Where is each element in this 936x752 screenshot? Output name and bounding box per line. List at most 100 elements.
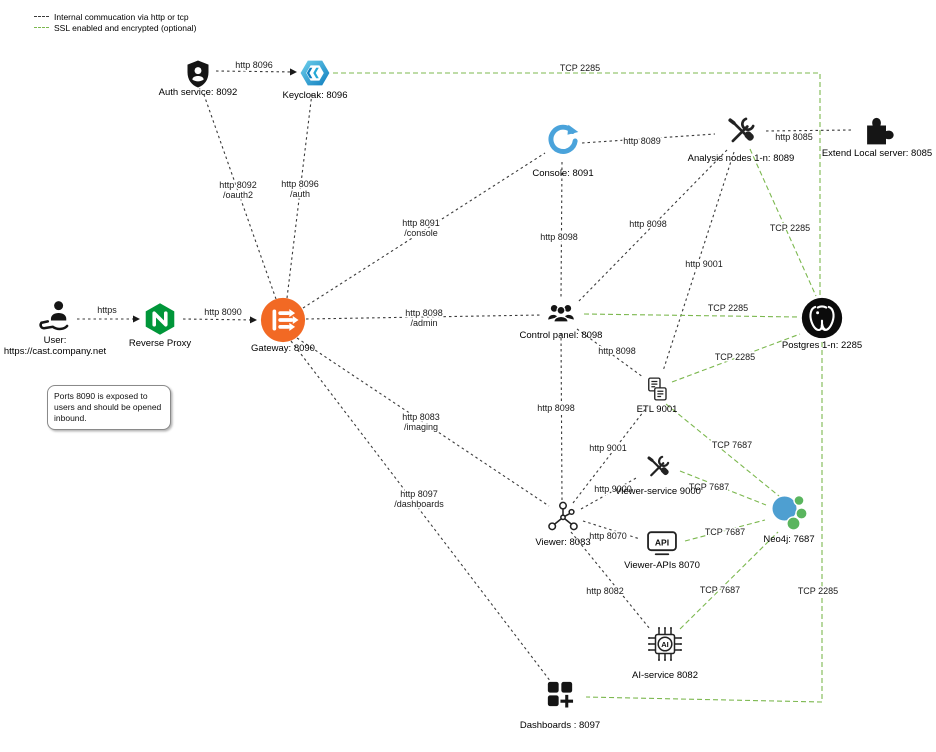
user-hand-icon bbox=[37, 298, 73, 334]
legend-label-http: Internal commucation via http or tcp bbox=[54, 11, 189, 22]
node-label-gateway: Gateway: 8090 bbox=[251, 343, 315, 354]
node-label-viewer: Viewer: 8083 bbox=[535, 537, 591, 548]
edge-label-analysis-nodes--control-panel-0: http 8098 bbox=[629, 219, 667, 229]
edge-keycloak--postgres bbox=[333, 72, 821, 296]
edge-label-postgres--dashboards-0: TCP 2285 bbox=[798, 586, 838, 596]
api-icon: API bbox=[644, 525, 680, 561]
http-dash-swatch bbox=[34, 16, 49, 17]
edge-label-ai-service--neo4j-0: TCP 7687 bbox=[700, 585, 740, 595]
edge-label-console--control-panel-0: http 8098 bbox=[540, 232, 578, 242]
legend-item-http: Internal commucation via http or tcp bbox=[34, 11, 196, 22]
edge-postgres--dashboards bbox=[585, 342, 823, 703]
dashboards-icon bbox=[542, 676, 578, 712]
edge-label-gateway--keycloak-0: http 8096 bbox=[281, 179, 319, 189]
edge-etl--neo4j bbox=[665, 403, 780, 497]
gateway-icon bbox=[260, 297, 306, 343]
console-arc-icon bbox=[545, 123, 581, 159]
edge-label-viewer--viewer-service-0: http 9000 bbox=[594, 484, 632, 494]
legend-item-ssl: SSL enabled and encrypted (optional) bbox=[34, 22, 196, 33]
svg-text:AI: AI bbox=[661, 640, 669, 649]
edge-gateway--dashboards bbox=[290, 340, 552, 683]
node-label-keycloak: Keycloak: 8096 bbox=[282, 90, 348, 101]
postgres-icon bbox=[801, 297, 843, 339]
edge-viewer-apis--neo4j bbox=[684, 519, 766, 542]
legend-label-ssl: SSL enabled and encrypted (optional) bbox=[54, 22, 197, 33]
people-icon bbox=[545, 298, 577, 330]
neo4j-icon bbox=[769, 492, 809, 532]
edge-label-control-panel--etl-0: http 8098 bbox=[598, 346, 636, 356]
edge-viewer--etl bbox=[572, 406, 648, 504]
node-label-control-panel: Control panel: 8098 bbox=[519, 330, 603, 341]
edge-label-console--analysis-nodes-0: http 8089 bbox=[623, 136, 661, 146]
edge-control-panel--postgres bbox=[583, 313, 799, 318]
edge-gateway--control-panel bbox=[305, 314, 542, 320]
node-label-postgres: Postgres 1-n: 2285 bbox=[781, 340, 863, 351]
edge-gateway--auth-service bbox=[202, 91, 277, 300]
edge-ai-service--neo4j bbox=[679, 531, 779, 630]
edge-label-gateway--viewer-1: /imaging bbox=[404, 422, 438, 432]
node-label-console: Console: 8091 bbox=[532, 168, 594, 179]
edge-label-reverse-proxy--gateway-0: http 8090 bbox=[204, 307, 242, 317]
edge-label-user--reverse-proxy-0: https bbox=[97, 305, 117, 315]
node-label-dashboards: Dashboards : 8097 bbox=[519, 720, 601, 731]
edge-analysis-nodes--extend-local-server bbox=[765, 129, 853, 132]
edge-control-panel--etl bbox=[576, 328, 644, 378]
edge-analysis-nodes--postgres bbox=[749, 148, 817, 297]
edge-label-keycloak--postgres-0: TCP 2285 bbox=[560, 63, 600, 73]
edge-label-analysis-nodes--extend-local-server-0: http 8085 bbox=[775, 132, 813, 142]
note-text: Ports 8090 is exposed to users and shoul… bbox=[54, 391, 162, 424]
edge-label-gateway--viewer-0: http 8083 bbox=[402, 412, 440, 422]
edge-label-viewer--ai-service-0: http 8082 bbox=[586, 586, 624, 596]
edge-label-gateway--control-panel-1: /admin bbox=[410, 318, 437, 328]
molecule-icon bbox=[545, 498, 581, 534]
node-label-ai-service: AI-service 8082 bbox=[631, 670, 698, 681]
edge-label-analysis-nodes--etl-0: http 9001 bbox=[685, 259, 723, 269]
edge-label-gateway--control-panel-0: http 8098 bbox=[405, 308, 443, 318]
edge-etl--postgres bbox=[671, 333, 801, 383]
edge-label-viewer--viewer-apis-0: http 8070 bbox=[589, 531, 627, 541]
node-label-viewer-apis: Viewer-APIs 8070 bbox=[624, 560, 700, 571]
tools-icon bbox=[723, 113, 759, 149]
edge-viewer--ai-service bbox=[570, 531, 651, 630]
legend: Internal commucation via http or tcp SSL… bbox=[34, 11, 196, 33]
node-label-user: User:https://cast.company.net bbox=[3, 335, 107, 358]
edge-label-etl--postgres-0: TCP 2285 bbox=[715, 352, 755, 362]
node-label-reverse-proxy: Reverse Proxy bbox=[128, 338, 192, 349]
etl-icon bbox=[642, 374, 672, 404]
puzzle-icon bbox=[859, 112, 895, 148]
edge-label-control-panel--postgres-0: TCP 2285 bbox=[708, 303, 748, 313]
edge-label-auth-service--keycloak-0: http 8096 bbox=[235, 60, 273, 70]
edge-label-viewer--etl-0: http 9001 bbox=[589, 443, 627, 453]
edge-label-gateway--dashboards-1: /dashboards bbox=[394, 499, 444, 509]
edge-console--control-panel bbox=[560, 161, 563, 298]
node-label-extend-local-server: Extend Local server: 8085 bbox=[821, 148, 933, 159]
tools-icon bbox=[643, 452, 673, 482]
node-label-analysis-nodes: Analysis nodes 1-n: 8089 bbox=[687, 153, 795, 164]
edge-viewer--viewer-apis bbox=[582, 520, 641, 540]
edge-gateway--viewer bbox=[296, 337, 550, 507]
edge-viewer--control-panel bbox=[560, 332, 563, 501]
edge-label-gateway--console-1: /console bbox=[404, 228, 438, 238]
ssl-dash-swatch bbox=[34, 27, 49, 28]
edge-label-gateway--keycloak-1: /auth bbox=[290, 189, 310, 199]
shield-user-icon bbox=[183, 59, 213, 89]
edge-gateway--console bbox=[302, 152, 546, 309]
edge-label-gateway--console-0: http 8091 bbox=[402, 218, 440, 228]
svg-text:API: API bbox=[655, 537, 669, 547]
edge-label-gateway--auth-service-0: http 8092 bbox=[219, 180, 257, 190]
keycloak-icon bbox=[299, 57, 331, 89]
edge-label-viewer-service--neo4j-0: TCP 7687 bbox=[689, 482, 729, 492]
edge-auth-service--keycloak bbox=[215, 68, 298, 76]
edge-reverse-proxy--gateway bbox=[182, 316, 258, 324]
edge-label-viewer--control-panel-0: http 8098 bbox=[537, 403, 575, 413]
node-label-etl: ETL 9001 bbox=[636, 404, 678, 415]
edge-console--analysis-nodes bbox=[581, 133, 716, 144]
node-label-viewer-service: Viewer-service 9000 bbox=[615, 486, 701, 497]
nginx-icon bbox=[143, 302, 177, 336]
note-box: Ports 8090 is exposed to users and shoul… bbox=[47, 385, 171, 431]
edge-label-etl--neo4j-0: TCP 7687 bbox=[712, 440, 752, 450]
edge-gateway--keycloak bbox=[286, 92, 313, 299]
ai-chip-icon: AI bbox=[645, 624, 685, 664]
